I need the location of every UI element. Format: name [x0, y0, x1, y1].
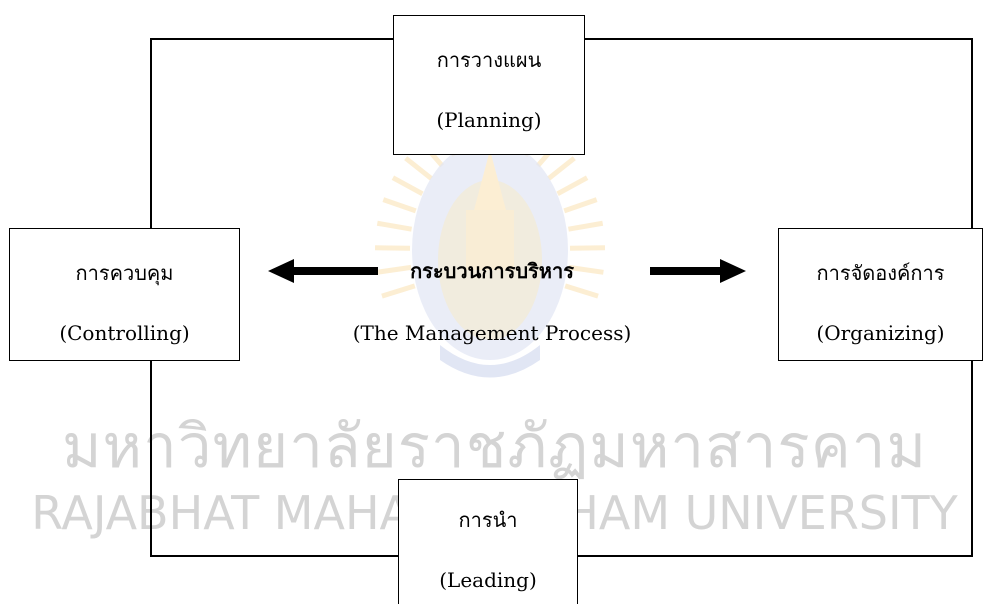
management-process-title: กระบวนการบริหาร: [322, 258, 662, 284]
planning-box: การวางแผน (Planning): [393, 15, 585, 155]
management-process-subtitle: (The Management Process): [300, 320, 684, 346]
controlling-english-label: (Controlling): [10, 321, 239, 345]
planning-thai-label: การวางแผน: [394, 48, 584, 72]
planning-english-label: (Planning): [394, 108, 584, 132]
controlling-thai-label: การควบคุม: [10, 261, 239, 285]
leading-box: การนำ (Leading): [398, 479, 578, 604]
organizing-thai-label: การจัดองค์การ: [779, 261, 982, 285]
organizing-box: การจัดองค์การ (Organizing): [778, 228, 983, 361]
organizing-english-label: (Organizing): [779, 321, 982, 345]
leading-thai-label: การนำ: [399, 508, 577, 532]
leading-english-label: (Leading): [399, 568, 577, 592]
controlling-box: การควบคุม (Controlling): [9, 228, 240, 361]
arrow-to-organizing: [650, 256, 746, 286]
